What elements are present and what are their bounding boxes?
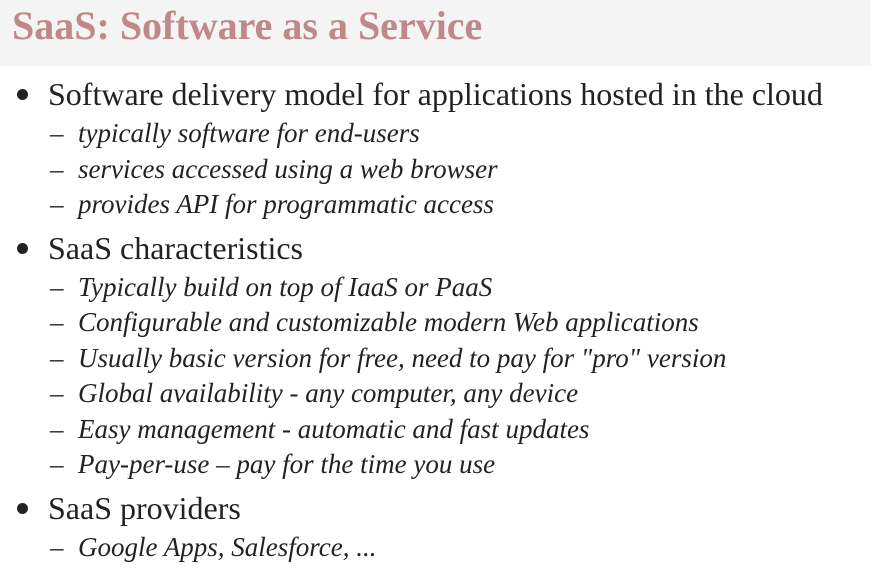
sub-list: – Typically build on top of IaaS or PaaS… [0,270,871,483]
bullet-row: SaaS providers [0,486,871,530]
bullet-text: SaaS characteristics [48,229,303,266]
bullet-providers: SaaS providers – Google Apps, Salesforce… [0,486,871,566]
bullet-row: SaaS characteristics [0,226,871,270]
sub-list: – Google Apps, Salesforce, ... [0,530,871,566]
sub-item: – Pay-per-use – pay for the time you use [0,447,871,483]
sub-item: – provides API for programmatic access [0,187,871,223]
slide-title: SaaS: Software as a Service [12,3,483,48]
sub-item-text: Easy management - automatic and fast upd… [78,413,590,444]
dash-icon: – [50,413,64,444]
dash-icon: – [50,378,64,408]
dash-icon: – [50,153,64,184]
sub-item: – services accessed using a web browser [0,152,871,188]
sub-item: – typically software for end-users [0,116,871,152]
bullet-row: Software delivery model for applications… [0,72,871,116]
sub-item-text: Google Apps, Salesforce, ... [78,531,377,562]
sub-item: – Global availability - any computer, an… [0,376,871,412]
bullet-characteristics: SaaS characteristics – Typically build o… [0,226,871,483]
dash-icon: – [50,449,64,479]
dash-icon: – [50,271,64,302]
sub-item-text: provides API for programmatic access [78,189,494,219]
bullet-text: Software delivery model for applications… [48,76,823,112]
bullet-delivery-model: Software delivery model for applications… [0,72,871,223]
sub-item-text: typically software for end-users [78,118,420,148]
sub-list: – typically software for end-users – ser… [0,116,871,223]
sub-item-text: Typically build on top of IaaS or PaaS [78,271,493,302]
dash-icon: – [50,307,64,337]
dash-icon: – [50,189,64,219]
sub-item-text: Pay-per-use – pay for the time you use [78,449,496,479]
dash-icon: – [50,342,64,373]
dash-icon: – [50,118,64,148]
sub-item: – Configurable and customizable modern W… [0,305,871,341]
sub-item-text: Configurable and customizable modern Web… [78,307,699,337]
bullet-text: SaaS providers [48,489,241,526]
sub-item-text: services accessed using a web browser [78,153,498,184]
bullet-dot-icon [17,502,28,514]
bullet-dot-icon [17,242,28,254]
sub-item-text: Usually basic version for free, need to … [78,342,727,373]
sub-item: – Easy management - automatic and fast u… [0,412,871,448]
sub-item: – Usually basic version for free, need t… [0,341,871,377]
title-bar: SaaS: Software as a Service [0,0,871,66]
bullet-dot-icon [17,89,28,100]
sub-item-text: Global availability - any computer, any … [78,378,579,408]
sub-item: – Typically build on top of IaaS or PaaS [0,270,871,306]
slide-content: Software delivery model for applications… [0,72,871,565]
dash-icon: – [50,531,64,562]
sub-item: – Google Apps, Salesforce, ... [0,530,871,566]
